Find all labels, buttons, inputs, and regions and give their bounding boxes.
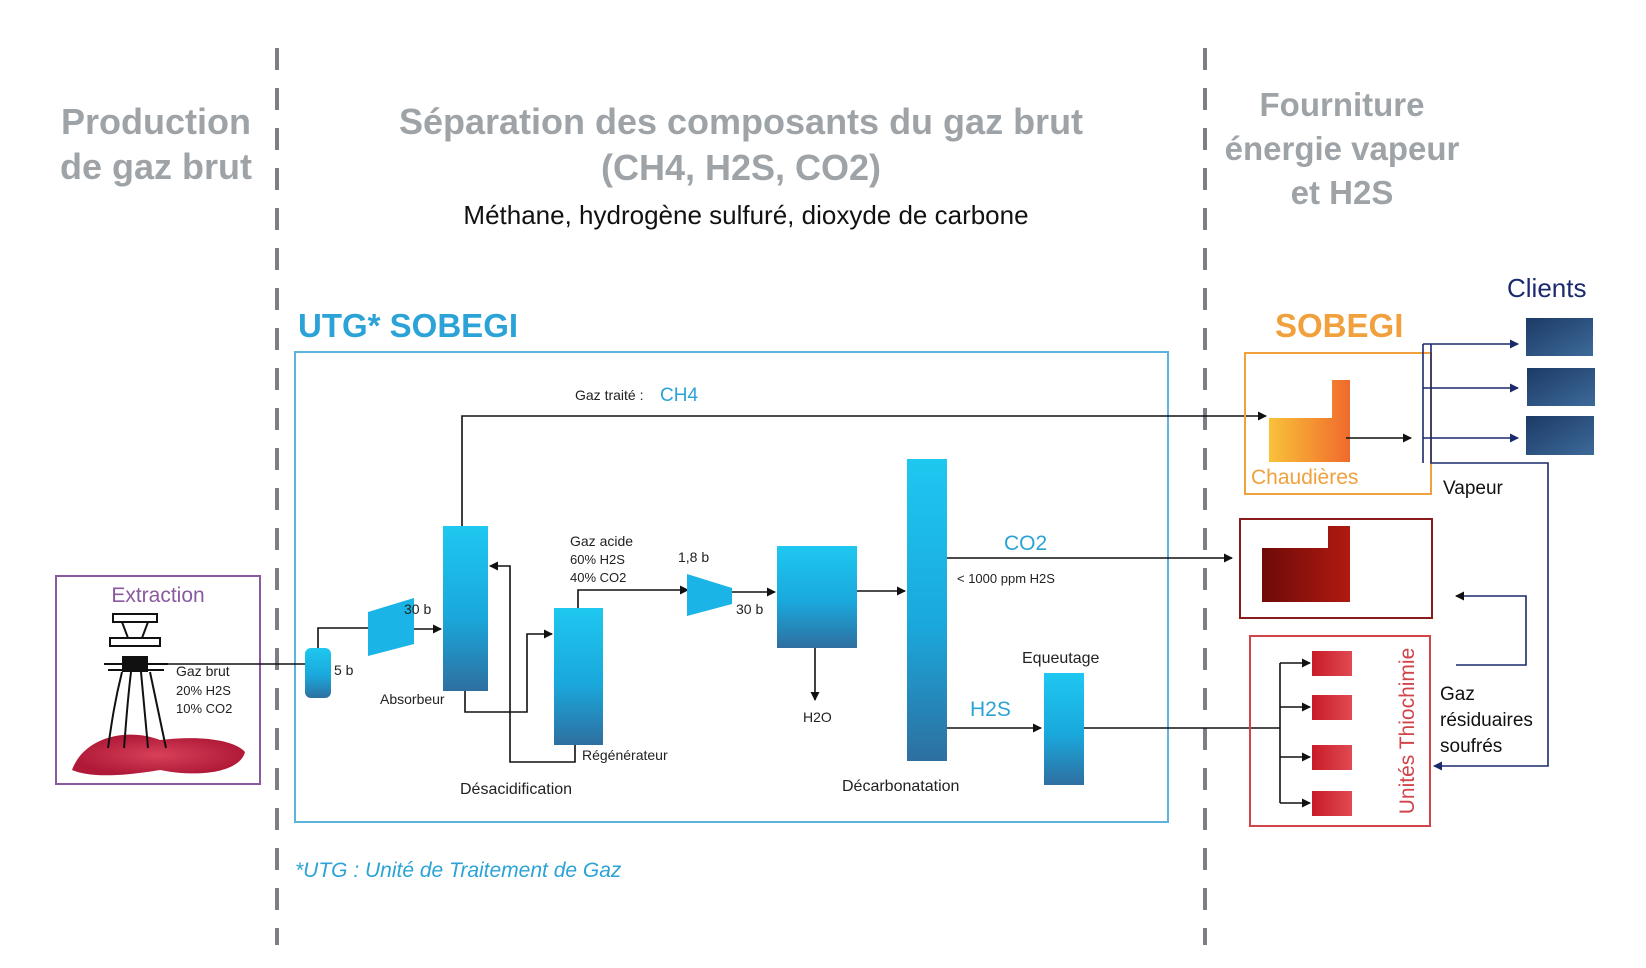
separator-pressure: 5 b	[334, 662, 354, 678]
raw-gas-co2: 10% CO2	[176, 701, 232, 716]
regenerator-column	[554, 608, 603, 745]
residual-gas-line1: Gaz	[1440, 684, 1475, 705]
sobegi-title: SOBEGI	[1275, 307, 1403, 344]
utg-title: UTG* SOBEGI	[298, 307, 518, 344]
derrick-icon	[104, 613, 168, 749]
thio-unit-1	[1312, 651, 1352, 676]
decarbonation-label: Décarbonatation	[842, 778, 959, 795]
production-header-line2: de gaz brut	[60, 146, 252, 187]
steam-label: Vapeur	[1443, 478, 1504, 499]
deacidification-label: Désacidification	[460, 781, 572, 798]
thio-unit-3	[1312, 745, 1352, 770]
utg-frame	[294, 351, 1169, 823]
utg-footnote: *UTG : Unité de Traitement de Gaz	[295, 859, 622, 882]
compressor-2-outlet-pressure: 30 b	[736, 601, 763, 617]
water-label: H2O	[803, 709, 832, 725]
boiler-icon	[1269, 380, 1350, 462]
raw-gas-h2s: 20% H2S	[176, 683, 231, 698]
lean-amine-line	[489, 561, 576, 763]
extraction-title: Extraction	[111, 584, 204, 607]
dehydration-unit	[777, 546, 857, 648]
compressor-1-pressure: 30 b	[404, 601, 431, 617]
drum-to-compressor-line	[317, 627, 368, 648]
decarbonation-column	[907, 459, 947, 761]
absorber-label: Absorbeur	[380, 691, 445, 707]
extraction-frame	[55, 575, 261, 785]
thio-frame	[1249, 635, 1431, 827]
separation-header-line2: (CH4, H2S, CO2)	[601, 147, 881, 188]
residual-gas-line	[1455, 591, 1527, 666]
acid-gas-label: Gaz acide	[570, 533, 633, 549]
acid-gas-co2: 40% CO2	[570, 570, 626, 585]
raw-gas-label: Gaz brut	[176, 663, 230, 679]
production-header-line1: Production	[61, 101, 251, 142]
compressor-1	[368, 598, 414, 656]
acid-gas-h2s: 60% H2S	[570, 552, 625, 567]
co2-spec-label: < 1000 ppm H2S	[957, 571, 1055, 586]
clients-return-line	[1430, 344, 1549, 771]
rich-amine-line	[464, 629, 553, 713]
residual-gas-line2: résiduaires	[1440, 710, 1533, 731]
residual-gas-line3: soufrés	[1440, 736, 1502, 757]
supply-header-line3: et H2S	[1291, 174, 1394, 211]
client-3	[1526, 416, 1594, 455]
regenerator-label: Régénérateur	[582, 747, 668, 763]
client-2	[1527, 368, 1595, 406]
supply-header-line1: Fourniture	[1260, 86, 1425, 123]
wellhead	[122, 656, 148, 672]
treated-gas-line	[461, 411, 1267, 526]
separation-header-line1: Séparation des composants du gaz brut	[399, 101, 1083, 142]
compressor-2	[687, 574, 732, 616]
thio-unit-4	[1312, 791, 1352, 816]
compressor-2-inlet-pressure: 1,8 b	[678, 549, 709, 565]
thio-unit-2	[1312, 695, 1352, 720]
separator-drum	[305, 648, 331, 698]
supply-header-line2: énergie vapeur	[1225, 130, 1460, 167]
boilers-label: Chaudières	[1251, 466, 1358, 489]
h2s-label: H2S	[970, 698, 1011, 721]
co2-label: CO2	[1004, 532, 1047, 555]
thio-label: Unités Thiochimie	[1396, 648, 1419, 815]
absorber-column	[443, 526, 488, 691]
clients-label: Clients	[1507, 273, 1586, 303]
separation-subtitle: Méthane, hydrogène sulfuré, dioxyde de c…	[463, 200, 1028, 230]
co2-consumer-icon	[1262, 526, 1350, 602]
acid-gas-line	[577, 585, 689, 608]
co2-consumer-frame	[1239, 518, 1433, 619]
tailing-column	[1044, 673, 1084, 785]
treated-gas-ch4: CH4	[660, 385, 698, 406]
oil-reservoir	[72, 734, 245, 776]
tailing-label: Equeutage	[1022, 650, 1100, 667]
treated-gas-label: Gaz traité :	[575, 387, 643, 403]
client-1	[1526, 318, 1593, 356]
